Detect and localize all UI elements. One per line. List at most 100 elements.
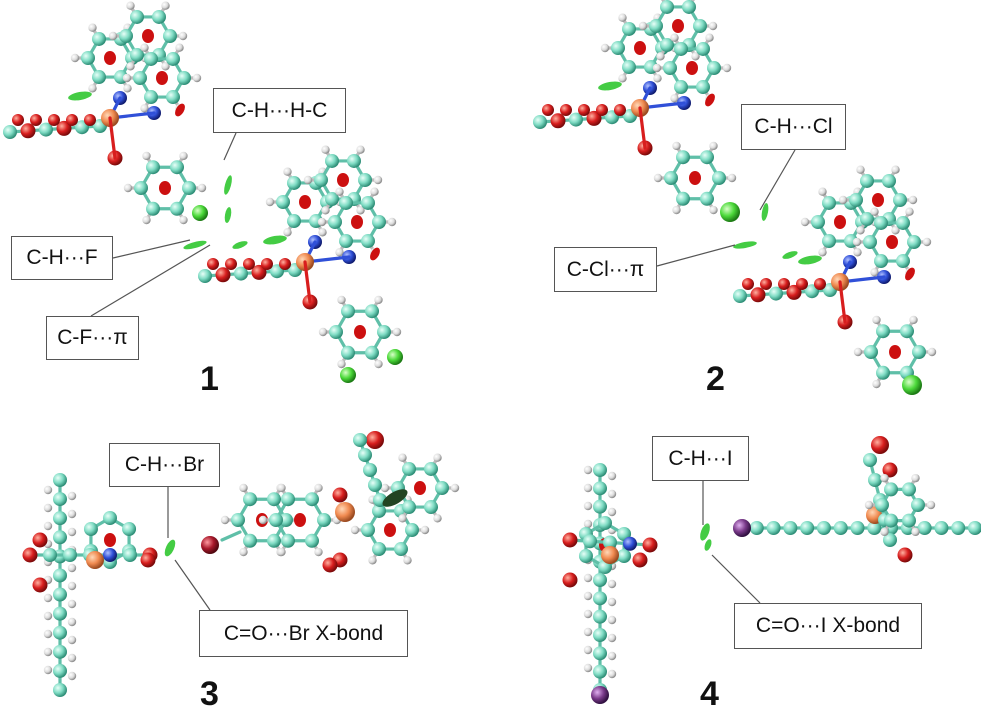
atom-c xyxy=(365,304,379,319)
atom-h xyxy=(67,527,77,537)
atom-c xyxy=(234,266,248,281)
atom-c xyxy=(267,533,281,548)
atom-h xyxy=(856,165,865,174)
atom-c xyxy=(911,498,925,512)
atom-c xyxy=(876,365,890,380)
nci-surface xyxy=(263,235,287,245)
atom-h xyxy=(265,197,275,207)
label-ch-hc: C-H···H-C xyxy=(213,88,346,133)
atom-h xyxy=(607,597,617,607)
atom-c xyxy=(341,304,355,319)
atom-h xyxy=(318,327,328,337)
atom-c xyxy=(358,448,372,462)
atom-h xyxy=(872,379,881,389)
atom-h xyxy=(88,84,97,93)
atom-c xyxy=(281,533,295,548)
atom-h xyxy=(43,665,53,675)
atom-h xyxy=(67,671,77,681)
atom-c xyxy=(934,521,949,535)
atom-c xyxy=(92,31,106,46)
atom-c xyxy=(902,513,916,528)
atom-c xyxy=(593,481,607,496)
atom-h xyxy=(123,84,132,93)
atom-h xyxy=(618,13,627,22)
atom-m xyxy=(86,551,104,569)
atom-c xyxy=(243,533,257,548)
atom-c xyxy=(122,522,137,536)
atom-h xyxy=(709,205,718,215)
atom-c xyxy=(123,548,137,562)
atom-c xyxy=(696,41,710,56)
atom-h xyxy=(583,645,593,655)
atom-o xyxy=(562,572,578,588)
atom-c xyxy=(863,235,877,249)
label-cf-pi: C-F···π xyxy=(46,316,139,360)
bond xyxy=(303,260,312,304)
atom-h xyxy=(607,489,617,499)
atom-h xyxy=(239,547,248,557)
atom-h xyxy=(818,248,827,257)
atom-h xyxy=(192,73,202,83)
atom-c xyxy=(593,499,607,514)
atom-c xyxy=(603,535,617,550)
atom-h xyxy=(891,226,900,235)
atom-c xyxy=(53,644,67,659)
atom-h xyxy=(175,43,184,52)
atom-c xyxy=(146,201,160,216)
atom-h xyxy=(880,527,889,537)
nci-surface xyxy=(761,203,769,221)
atom-c xyxy=(231,513,245,527)
atom-o xyxy=(22,547,38,563)
atom-c xyxy=(860,212,874,227)
atom-h xyxy=(335,187,344,196)
atom-h xyxy=(908,195,918,205)
atom-h xyxy=(838,195,848,205)
atom-c xyxy=(152,9,166,24)
atom-o xyxy=(871,436,889,454)
atom-c xyxy=(53,587,67,602)
atom-c xyxy=(182,181,196,195)
atom-h xyxy=(70,53,80,63)
atom-o xyxy=(66,114,78,126)
atom-c xyxy=(783,521,798,535)
atom-c xyxy=(81,51,95,65)
atom-h xyxy=(852,237,862,247)
atom-c xyxy=(133,71,147,85)
atom-c xyxy=(53,663,67,678)
atom-c xyxy=(876,324,890,339)
leader-line xyxy=(711,554,761,604)
atom-h xyxy=(891,165,900,174)
atom-c xyxy=(144,51,158,66)
atom-h xyxy=(722,63,732,73)
atom-h xyxy=(88,23,97,32)
atom-h xyxy=(583,465,593,475)
atom-h xyxy=(864,500,874,510)
atom-h xyxy=(368,556,377,565)
atom-c xyxy=(119,29,133,43)
atom-o xyxy=(814,278,826,290)
atom-h xyxy=(67,491,77,501)
atom-o xyxy=(882,462,898,478)
atom-c xyxy=(660,38,674,53)
atom-c xyxy=(325,153,339,168)
atom-h xyxy=(67,617,77,627)
atom-c xyxy=(849,193,863,207)
atom-c xyxy=(868,473,882,487)
atom-h xyxy=(126,62,135,71)
atom-h xyxy=(618,74,627,83)
atom-h xyxy=(321,206,330,215)
atom-c xyxy=(884,482,898,497)
atom-c xyxy=(882,173,896,188)
atom-h xyxy=(583,573,593,583)
atom-h xyxy=(239,483,248,493)
nci-surface xyxy=(224,207,232,223)
atom-h xyxy=(398,514,407,523)
atom-o xyxy=(750,287,766,303)
atom-o xyxy=(84,114,96,126)
nci-surface xyxy=(886,235,898,249)
atom-c xyxy=(435,481,449,495)
atom-o xyxy=(207,258,219,270)
atom-h xyxy=(67,635,77,645)
atom-c xyxy=(860,173,874,188)
atom-o xyxy=(20,123,36,139)
